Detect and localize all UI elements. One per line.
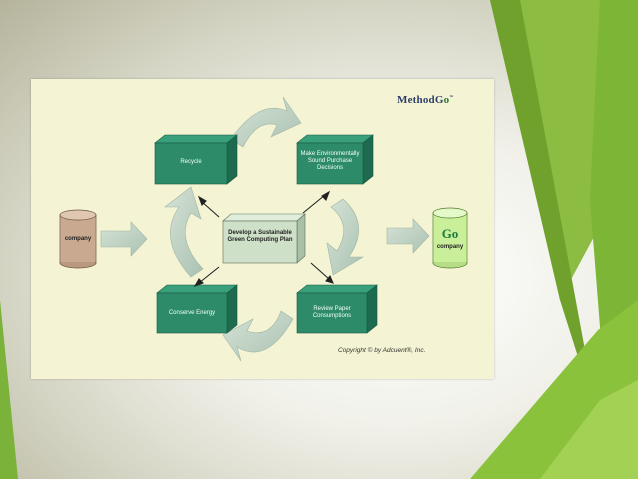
- cylinder-company-output: [432, 207, 468, 269]
- input-arrow: [100, 221, 148, 257]
- box-conserve-energy: [156, 284, 238, 334]
- purchase-decisions-label: Make Environmentally Sound Purchase Deci…: [300, 151, 360, 171]
- diagram-panel: MethodGo™ Recycle Make Environmentally S…: [31, 79, 494, 379]
- output-arrow: [386, 218, 430, 254]
- copyright-text: Copyright © by Adcuent®, Inc.: [338, 347, 426, 354]
- box-recycle: [154, 134, 238, 185]
- input-company-label: company: [64, 236, 92, 242]
- box-review-paper: [296, 284, 378, 334]
- green-shape-strip: [490, 0, 598, 420]
- methodgo-logo: MethodGo™: [397, 94, 454, 106]
- green-shape-left: [0, 300, 18, 479]
- go-leaf-icon: Go: [441, 226, 459, 241]
- center-plan-label: Develop a Sustainable Green Computing Pl…: [227, 230, 293, 243]
- curved-arrow-left: [164, 186, 204, 278]
- curved-arrow-right: [326, 198, 365, 276]
- box-purchase-decisions: [296, 134, 374, 185]
- review-paper-label: Review Paper Consumptions: [312, 306, 352, 319]
- curved-arrow-bottom: [222, 310, 294, 362]
- green-shape-bottom-light: [540, 380, 638, 479]
- diagram-canvas: [59, 96, 468, 362]
- recycle-label: Recycle: [180, 159, 202, 165]
- box-center-plan: [222, 213, 306, 264]
- conserve-energy-label: Conserve Energy: [168, 310, 216, 316]
- output-company-label: company: [436, 244, 464, 250]
- cylinder-company-input: [59, 209, 97, 269]
- curved-arrow-top: [230, 96, 302, 148]
- diagonal-arrows: [193, 190, 334, 288]
